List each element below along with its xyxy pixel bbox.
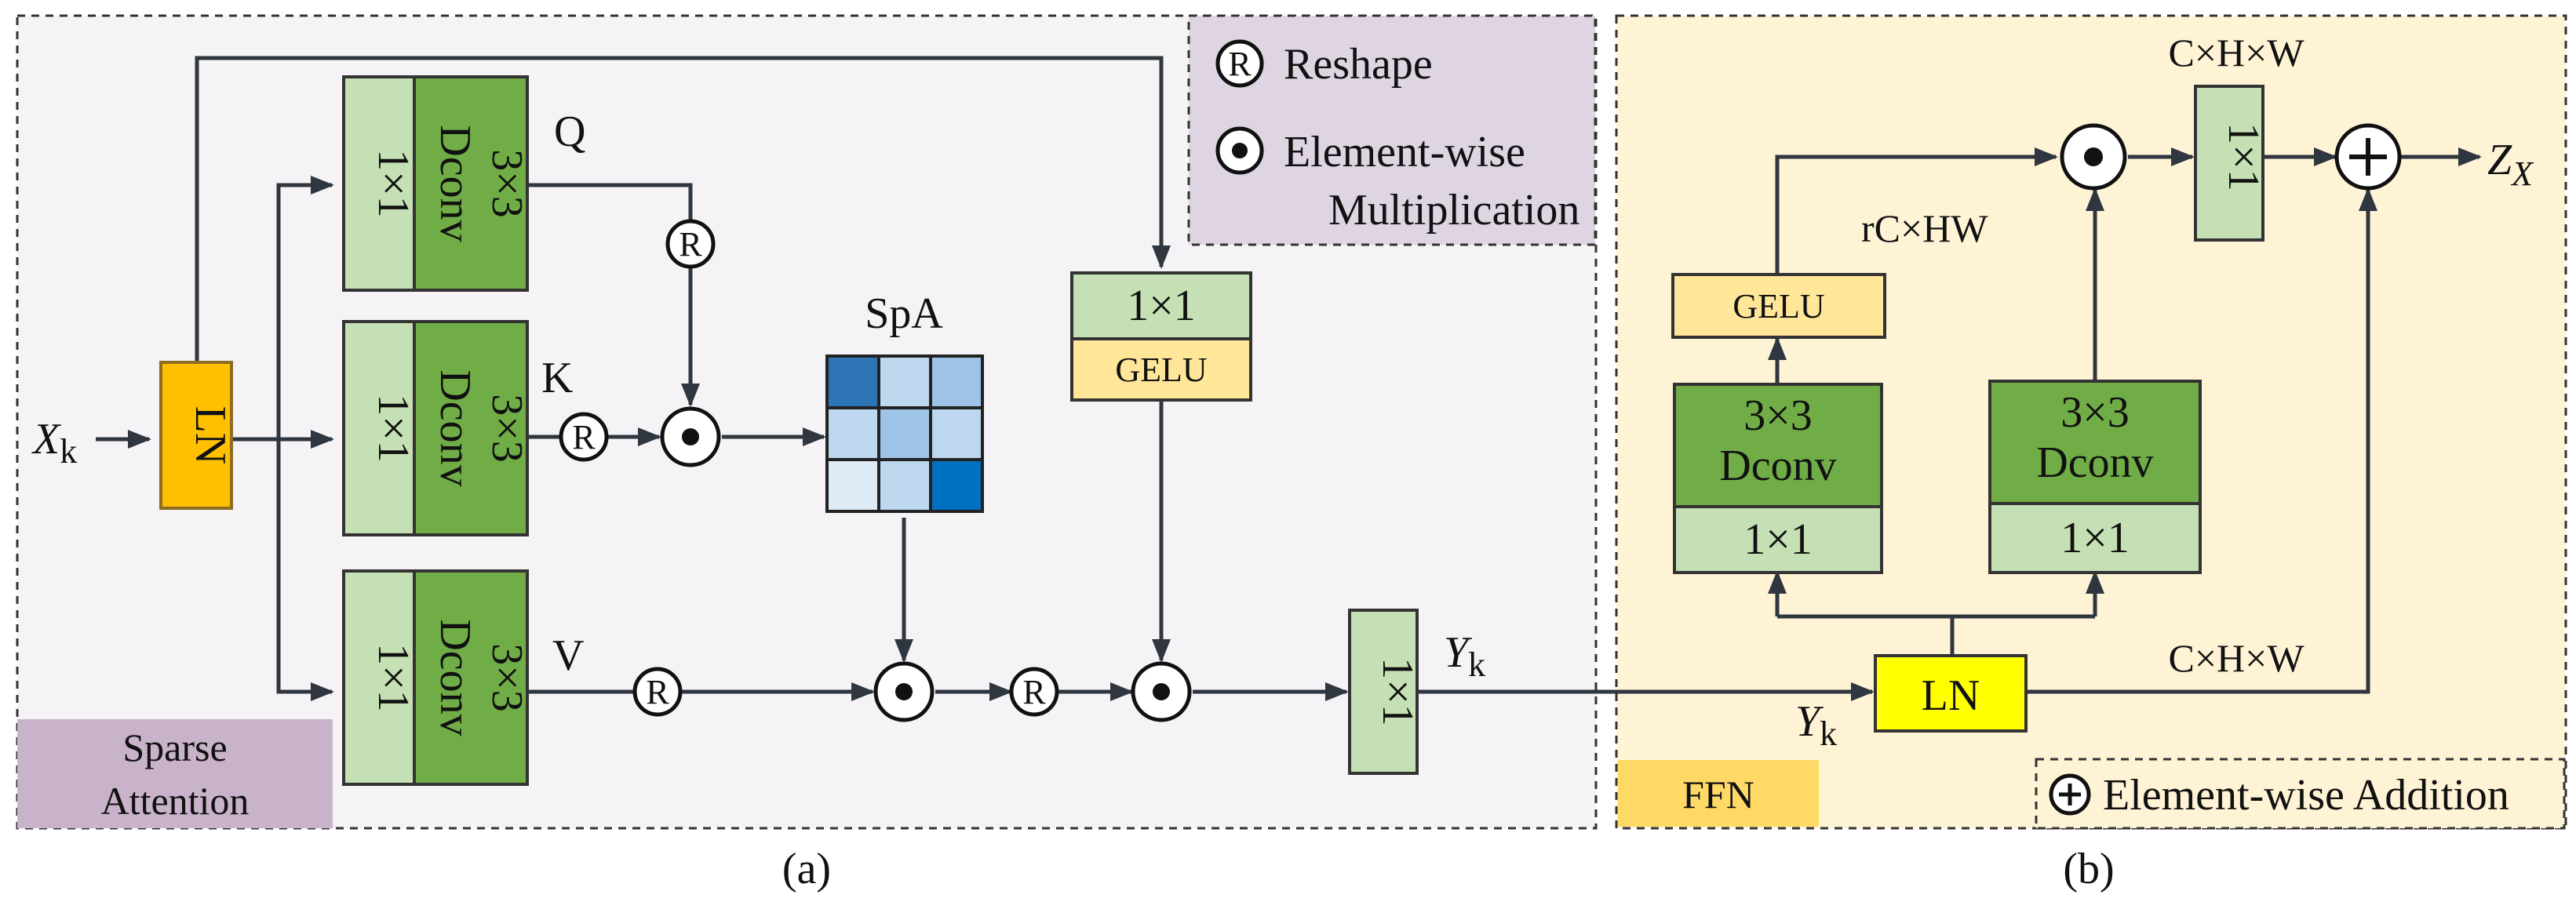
layer-norm-a: LN <box>159 361 235 510</box>
legend-mult-line2: Multiplication <box>1328 186 1579 235</box>
reshape-op-out: R <box>1009 667 1059 717</box>
reshape-symbol-icon <box>1215 39 1264 88</box>
ffn-output-conv1x1-label: 1×1 <box>2219 122 2268 191</box>
q-conv1x1-label: 1×1 <box>369 149 417 218</box>
ffn-tag <box>1618 760 1819 827</box>
v-label: V <box>552 631 584 680</box>
reshape-op-out-letter: R <box>1022 673 1046 711</box>
ffn-mult-op <box>2060 123 2127 191</box>
ffn-left-conv3x3-label: 3×3 <box>1743 391 1813 440</box>
legend-reshape: Reshape <box>1284 40 1433 89</box>
layer-norm-b-label: LN <box>1922 671 1980 720</box>
sparse-attention-tag-line1: Sparse <box>122 725 227 769</box>
dim-chw-top: C×H×W <box>2168 31 2305 75</box>
q-label: Q <box>554 107 585 156</box>
spa-cell <box>929 406 984 461</box>
q-conv-block: 1×1 3×3 Dconv <box>342 75 531 292</box>
spa-cell <box>825 458 880 513</box>
ffn-gelu-label: GELU <box>1733 287 1824 325</box>
proj-a-conv1x1-label: 1×1 <box>1127 282 1196 330</box>
legend-addition: Element-wise Addition <box>2103 771 2509 820</box>
ffn-right-conv3x3-label: 3×3 <box>2060 388 2130 437</box>
reshape-op-v-letter: R <box>646 673 669 711</box>
sparse-attention-tag-line2: Attention <box>101 779 250 823</box>
ffn-right-dconv-label: Dconv <box>2036 438 2153 487</box>
layer-norm-a-label: LN <box>186 406 235 465</box>
sparse-attention-tag <box>17 719 333 828</box>
v-dconv-label: Dconv <box>431 619 479 736</box>
v-conv1x1-label: 1×1 <box>369 643 417 712</box>
proj-a-gelu-label: GELU <box>1115 351 1207 389</box>
v-conv-block: 1×1 3×3 Dconv <box>342 569 531 786</box>
yk-label-b: Yk <box>1795 697 1837 753</box>
spa-cell <box>929 458 984 513</box>
q-dconv-label: Dconv <box>431 125 479 242</box>
ffn-left-conv-stack: 3×3 Dconv 1×1 <box>1673 383 1883 574</box>
k-conv1x1-label: 1×1 <box>369 394 417 463</box>
output-conv1x1-a-label: 1×1 <box>1373 657 1422 726</box>
reshape-op-k: R <box>559 412 609 462</box>
ffn-right-conv1x1-label: 1×1 <box>2060 514 2130 562</box>
output-zx-label: ZX <box>2487 136 2534 193</box>
ffn-add-op <box>2334 123 2402 191</box>
caption-a: (a) <box>782 845 831 893</box>
ffn-output-conv1x1: 1×1 <box>2194 85 2268 242</box>
ffn-left-conv1x1-label: 1×1 <box>1743 515 1813 564</box>
output-conv1x1-a: 1×1 <box>1348 609 1422 775</box>
q-conv3x3-label: 3×3 <box>483 149 531 218</box>
spa-cell <box>825 355 880 409</box>
reshape-op-q: R <box>665 219 716 269</box>
k-label: K <box>541 354 573 402</box>
reshape-op-k-letter: R <box>572 418 596 456</box>
spa-label: SpA <box>865 289 943 338</box>
k-conv3x3-label: 3×3 <box>483 394 531 463</box>
legend-mult-line1: Element-wise <box>1284 128 1525 176</box>
reshape-symbol-letter: R <box>1228 45 1252 83</box>
layer-norm-b: LN <box>1874 654 2028 733</box>
v-conv3x3-label: 3×3 <box>483 643 531 712</box>
proj-gelu-block-a: 1×1 GELU <box>1070 271 1252 402</box>
spa-cell <box>929 355 984 409</box>
ffn-gelu-block: GELU <box>1671 273 1886 339</box>
multiplication-symbol-dot <box>1232 143 1248 158</box>
spa-cell <box>877 406 932 461</box>
ffn-left-dconv-label: Dconv <box>1719 442 1836 490</box>
spa-cell <box>825 406 880 461</box>
spa-cell <box>877 355 932 409</box>
yk-label-a: Yk <box>1444 628 1485 684</box>
reshape-op-q-letter: R <box>679 225 702 264</box>
k-conv-block: 1×1 3×3 Dconv <box>342 320 531 536</box>
wires-panel-a <box>96 56 1875 701</box>
ffn-tag-label: FFN <box>1682 773 1754 816</box>
ffn-right-conv-stack: 3×3 Dconv 1×1 <box>1988 380 2202 574</box>
k-dconv-label: Dconv <box>431 369 479 486</box>
dim-rchw-label: rC×HW <box>1861 206 1988 250</box>
wires-panel-b <box>1768 147 2482 694</box>
caption-b: (b) <box>2063 845 2114 893</box>
reshape-op-v: R <box>632 667 683 717</box>
legend-addition-box: Element-wise Addition <box>2035 758 2566 830</box>
mult-op-spa-v <box>873 661 935 722</box>
input-xk-label: Xk <box>31 415 77 471</box>
legend-box: R Reshape Element-wise Multiplication <box>1187 14 1597 246</box>
spa-cell <box>877 458 932 513</box>
mult-op-qk <box>660 406 721 467</box>
dim-chw-bottom: C×H×W <box>2168 636 2305 680</box>
spa-attention-matrix <box>825 355 984 513</box>
mult-op-gelu <box>1131 661 1192 722</box>
